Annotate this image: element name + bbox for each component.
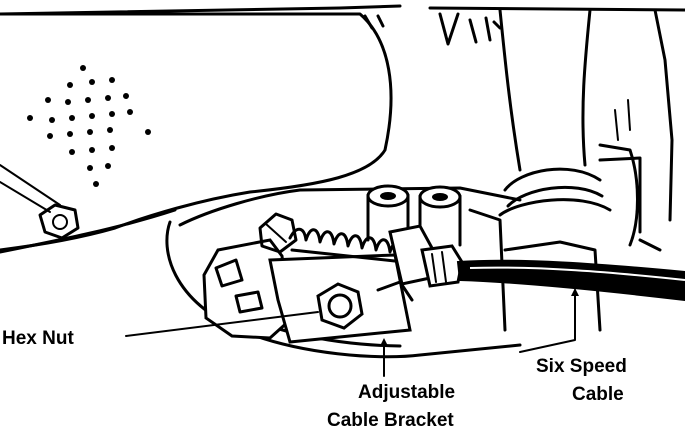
spring-clip	[258, 212, 298, 254]
adjustable-cable-bracket	[202, 238, 414, 344]
top-frame-edge	[0, 4, 685, 16]
right-housing	[638, 8, 674, 252]
tension-spring	[288, 227, 406, 264]
left-housing	[0, 12, 393, 254]
label-cable-line2: Cable	[572, 384, 624, 405]
label-hex-nut: Hex Nut	[2, 328, 74, 349]
shift-column	[498, 8, 642, 247]
label-bracket-line2: Cable Bracket	[327, 410, 454, 431]
label-bracket-line1: Adjustable	[358, 382, 455, 403]
cable-leader-line	[519, 289, 576, 353]
label-cable-line1: Six Speed	[536, 356, 627, 377]
vent-holes	[27, 65, 151, 187]
hex-nut	[316, 282, 364, 330]
six-speed-cable	[456, 259, 685, 302]
top-markings	[363, 12, 502, 46]
cable-end-fitting	[388, 224, 464, 288]
hex-nut-leader-line	[125, 311, 319, 337]
housing-bolt	[38, 203, 80, 240]
